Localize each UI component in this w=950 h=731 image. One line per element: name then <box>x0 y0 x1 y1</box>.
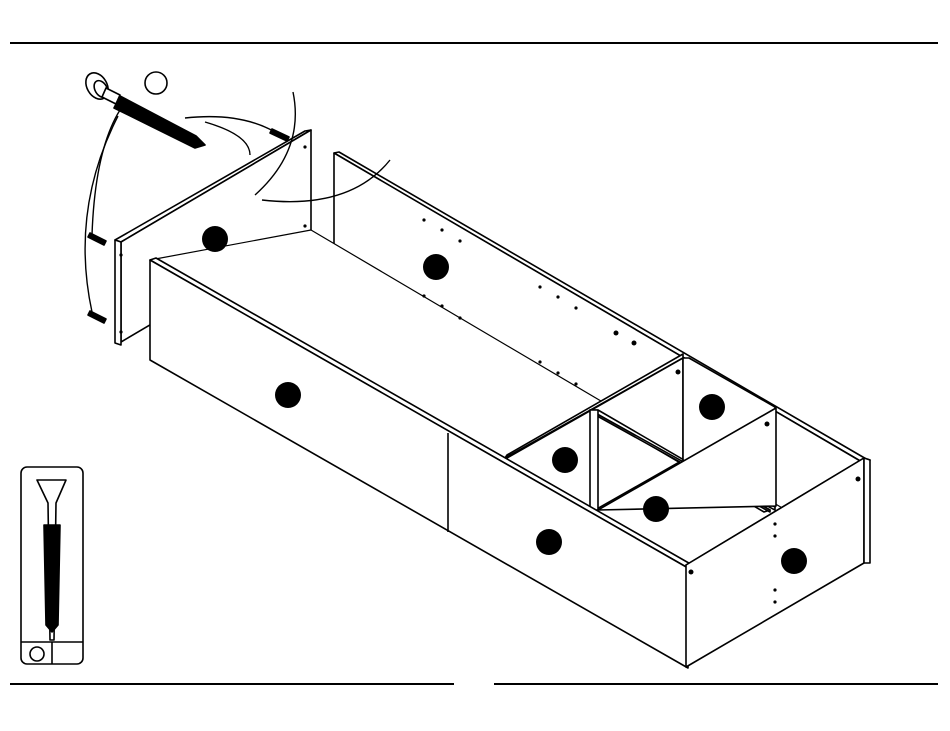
footer-divider-right <box>494 683 938 685</box>
panel-marker-5 <box>552 447 578 473</box>
long-screw <box>81 69 205 148</box>
panel-marker-1 <box>202 226 228 252</box>
panel-marker-2 <box>423 254 449 280</box>
panel-marker-4 <box>699 394 725 420</box>
panel-marker-6 <box>643 496 669 522</box>
footer-divider-left <box>10 683 454 685</box>
screw-part-label-circle <box>145 72 167 94</box>
panel-marker-7 <box>536 529 562 555</box>
panel-marker-3 <box>275 382 301 408</box>
panel-marker-8 <box>781 548 807 574</box>
